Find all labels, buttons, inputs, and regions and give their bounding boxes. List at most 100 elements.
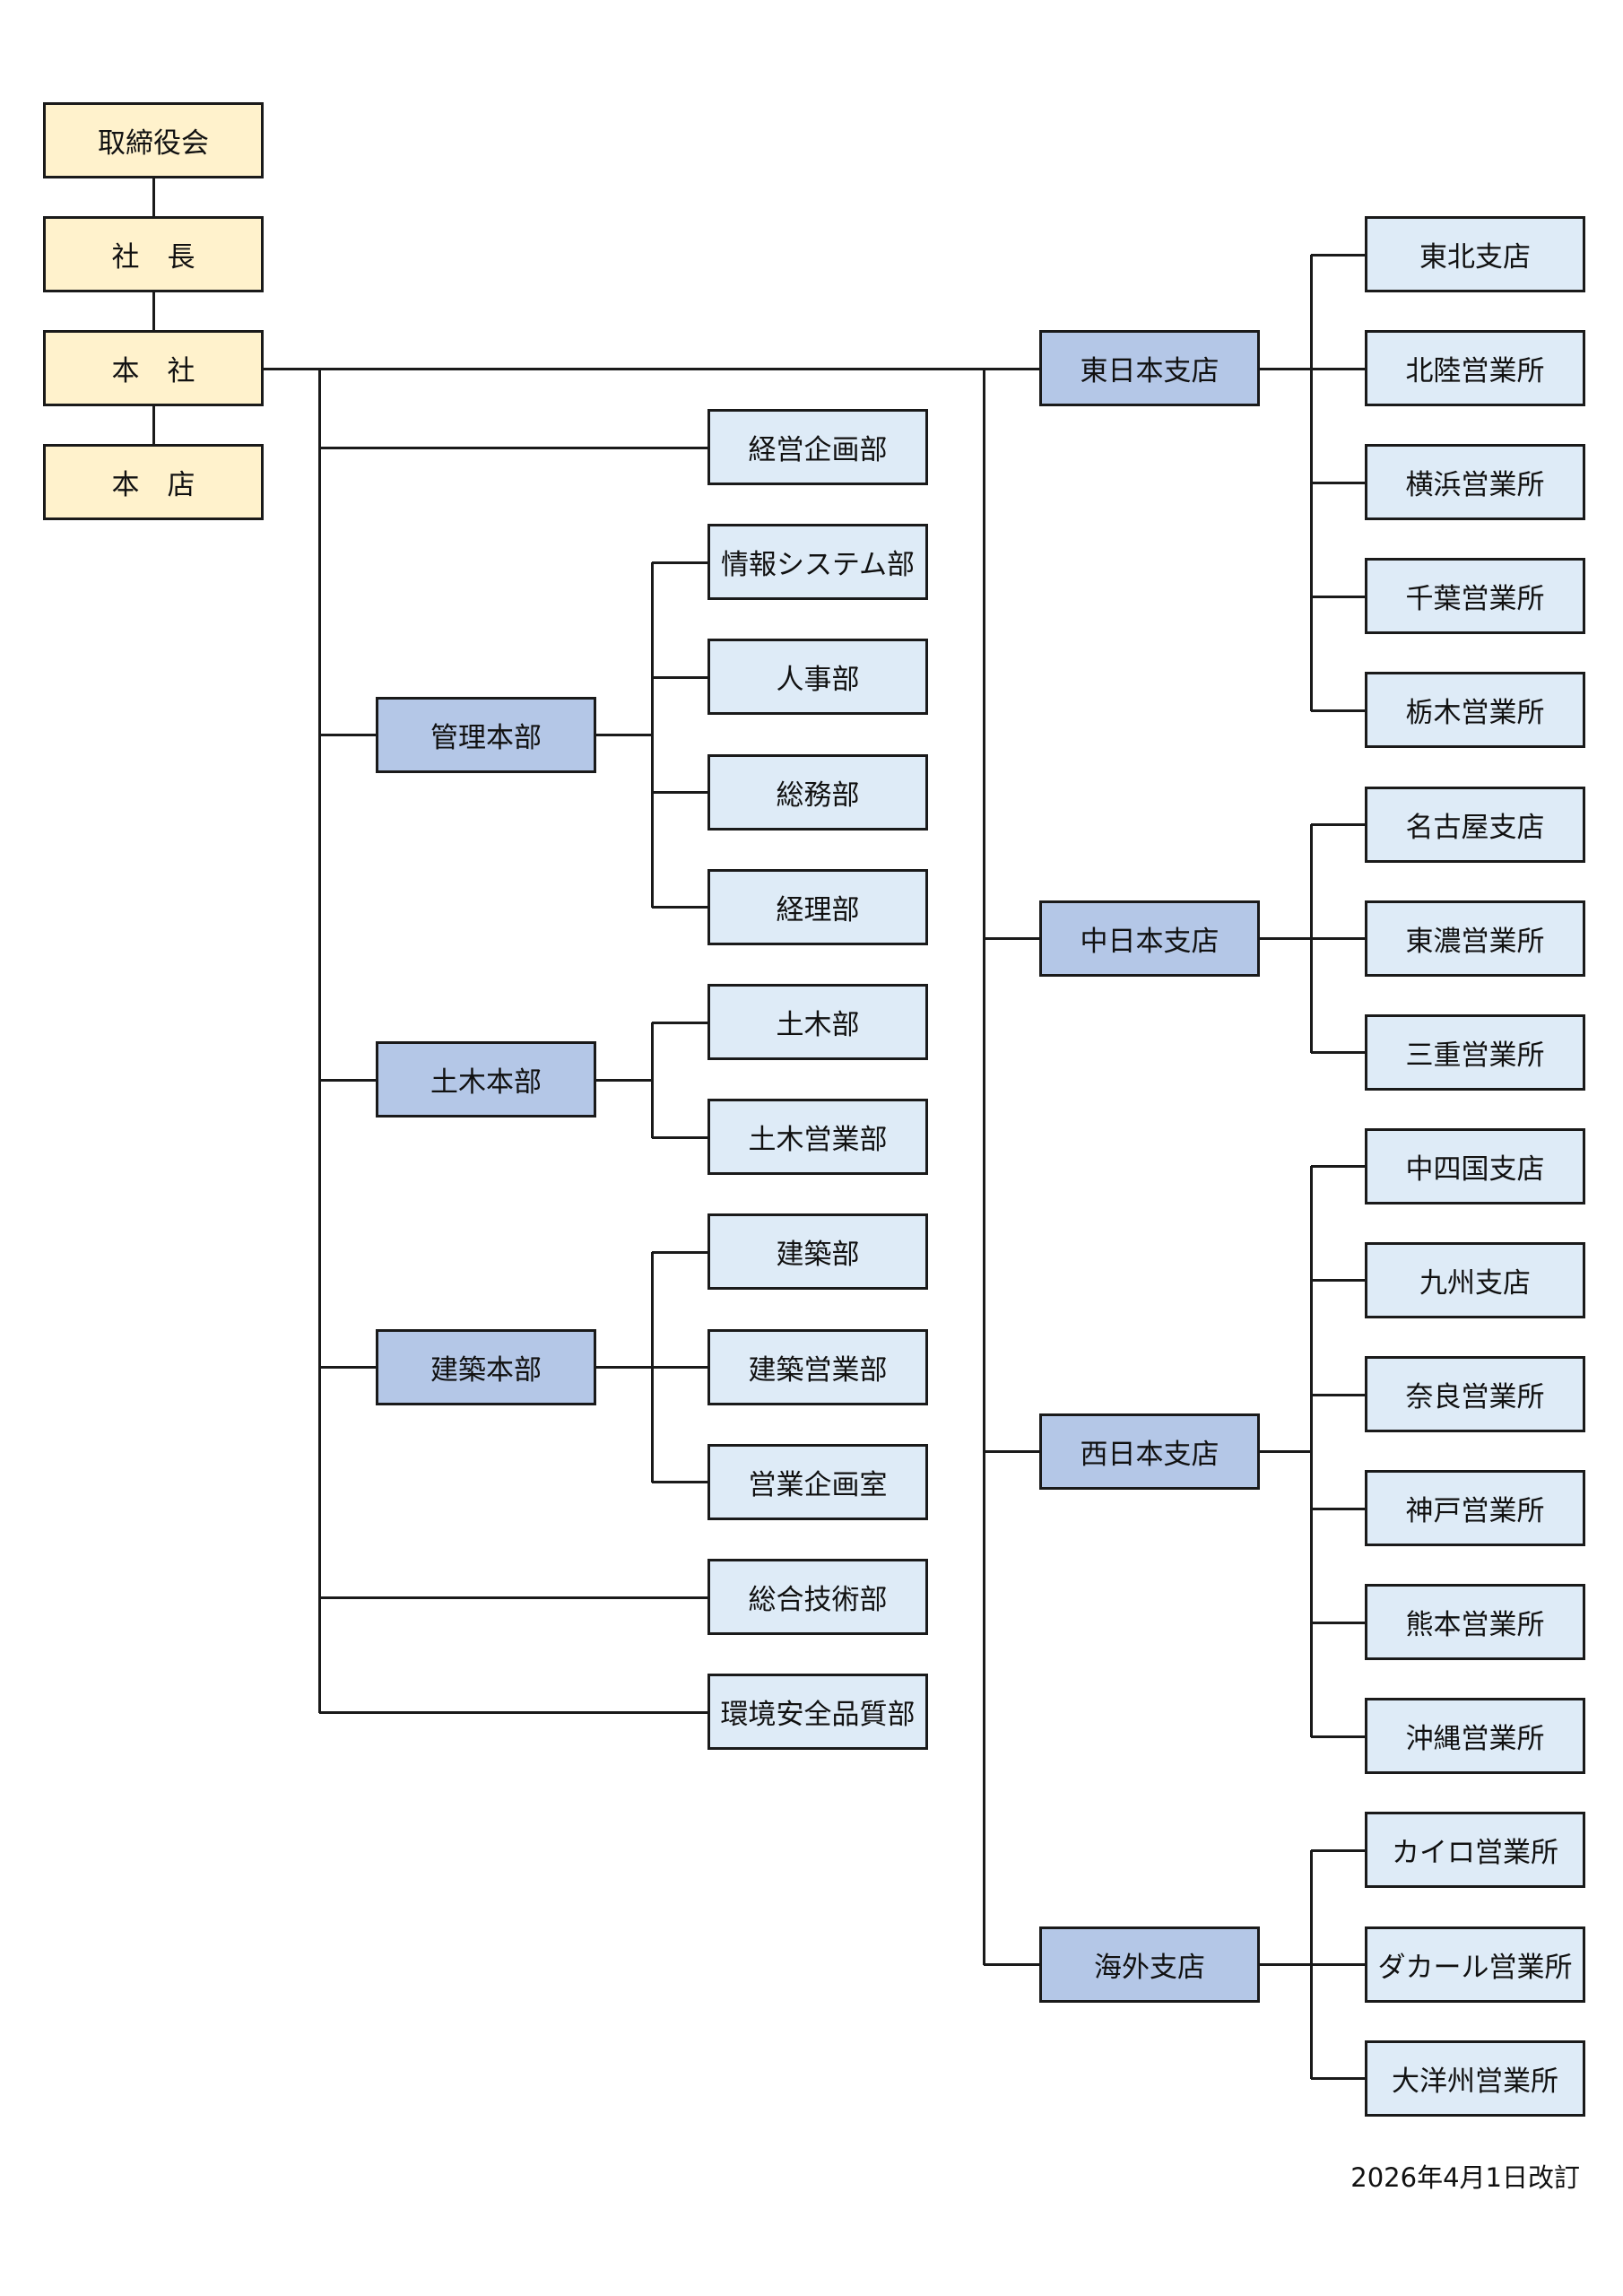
division-connector	[596, 1366, 652, 1370]
office-connector	[1311, 2077, 1365, 2081]
office-box-label: 三重営業所	[1405, 1039, 1545, 1072]
division-connector	[319, 734, 376, 736]
office-box: 熊本営業所	[1365, 1584, 1585, 1661]
department-connector	[652, 1366, 707, 1370]
office-box: 名古屋支店	[1365, 786, 1585, 863]
office-box-label: 神戸営業所	[1405, 1495, 1545, 1528]
department-box: 営業企画室	[707, 1443, 928, 1520]
division-connector	[596, 1078, 652, 1082]
department-box-label: 建築部	[776, 1239, 860, 1272]
executive-connector	[152, 292, 155, 331]
office-box-label: 名古屋支店	[1405, 811, 1545, 844]
department-connector	[652, 906, 707, 909]
office-connector	[1311, 367, 1365, 370]
main-branch-box-label: 本 店	[111, 469, 195, 502]
department-box-label: 経理部	[776, 893, 860, 926]
office-box-label: 奈良営業所	[1405, 1381, 1545, 1413]
office-box: 神戸営業所	[1365, 1470, 1585, 1547]
division-box-label: 管理本部	[430, 721, 542, 754]
board-of-directors-box: 取締役会	[43, 102, 264, 178]
office-box-label: 横浜営業所	[1405, 469, 1545, 502]
branch-connector	[1260, 937, 1311, 941]
office-box: 九州支店	[1365, 1241, 1585, 1318]
office-connector	[1311, 1279, 1365, 1283]
office-connector	[1311, 253, 1365, 257]
department-box-label: 総務部	[776, 778, 860, 812]
headquarters-spine-line	[318, 368, 321, 1713]
department-box: 情報システム部	[707, 524, 928, 601]
main-branch-box: 本 店	[43, 444, 264, 521]
department-box: 人事部	[707, 639, 928, 716]
branch-connector	[984, 1963, 1039, 1966]
office-connector	[1311, 1848, 1365, 1852]
division-branch-line	[651, 561, 654, 909]
department-box-label: 土木営業部	[748, 1124, 888, 1157]
office-box: 奈良営業所	[1365, 1356, 1585, 1432]
office-connector	[1311, 1621, 1365, 1624]
executive-connector	[152, 406, 155, 445]
branch-box-label: 中日本支店	[1080, 925, 1219, 958]
president-box: 社 長	[43, 216, 264, 293]
office-box: 東北支店	[1365, 216, 1585, 292]
office-box-label: 中四国支店	[1405, 1152, 1545, 1186]
department-box-label: 情報システム部	[720, 549, 916, 582]
head-office-box-label: 本 社	[111, 355, 195, 388]
department-box: 建築部	[707, 1213, 928, 1291]
branch-box-label: 海外支店	[1094, 1951, 1205, 1984]
branch-box: 海外支店	[1039, 1926, 1260, 2003]
department-box-label: 環境安全品質部	[720, 1699, 916, 1732]
branch-connector	[984, 367, 1039, 370]
branch-spine-line	[1310, 254, 1313, 711]
department-box-label: 経営企画部	[748, 434, 888, 466]
branch-spine-line	[1310, 1849, 1313, 2080]
branch-box: 東日本支店	[1039, 330, 1260, 407]
office-box: 北陸営業所	[1365, 330, 1585, 407]
department-connector	[652, 1021, 707, 1024]
branch-trunk-line	[983, 368, 985, 1965]
department-box-label: 営業企画室	[748, 1468, 888, 1501]
office-box: 栃木営業所	[1365, 672, 1585, 749]
branch-connector	[1260, 367, 1311, 370]
department-box: 環境安全品質部	[707, 1674, 928, 1751]
branch-connector	[1260, 1963, 1311, 1966]
head-office-trunk-line	[264, 367, 984, 370]
office-connector	[1311, 1393, 1365, 1396]
office-box: 千葉営業所	[1365, 558, 1585, 635]
office-box-label: ダカール営業所	[1377, 1951, 1573, 1984]
office-box: 横浜営業所	[1365, 444, 1585, 521]
office-connector	[1311, 1735, 1365, 1738]
office-box-label: 千葉営業所	[1405, 583, 1545, 616]
department-box: 建築営業部	[707, 1328, 928, 1405]
division-box-label: 建築本部	[430, 1353, 542, 1387]
office-connector	[1311, 1051, 1365, 1055]
office-connector	[1311, 1165, 1365, 1169]
department-connector	[652, 791, 707, 795]
branch-box-label: 東日本支店	[1080, 355, 1219, 388]
department-box: 経営企画部	[707, 409, 928, 485]
executive-connector	[152, 178, 155, 217]
office-box: ダカール営業所	[1365, 1926, 1585, 2003]
division-box: 土木本部	[376, 1041, 596, 1118]
branch-box: 中日本支店	[1039, 900, 1260, 977]
department-connector	[652, 675, 707, 679]
department-connector	[319, 1710, 707, 1714]
department-connector	[652, 1250, 707, 1254]
office-connector	[1311, 823, 1365, 826]
office-box-label: 北陸営業所	[1405, 355, 1545, 388]
department-box-label: 土木部	[776, 1009, 860, 1041]
office-box-label: カイロ営業所	[1392, 1837, 1558, 1870]
department-connector	[652, 1481, 707, 1484]
department-box: 総務部	[707, 753, 928, 831]
department-connector	[652, 1135, 707, 1139]
office-box: 東濃営業所	[1365, 900, 1585, 977]
department-box-label: 人事部	[776, 664, 860, 697]
department-box: 土木営業部	[707, 1099, 928, 1176]
office-box: 中四国支店	[1365, 1127, 1585, 1205]
office-box-label: 沖縄営業所	[1405, 1723, 1545, 1756]
office-box-label: 東北支店	[1419, 241, 1531, 274]
office-connector	[1311, 1963, 1365, 1966]
office-connector	[1311, 709, 1365, 712]
department-box-label: 建築営業部	[748, 1353, 888, 1387]
department-box: 経理部	[707, 868, 928, 945]
president-box-label: 社 長	[111, 241, 195, 274]
